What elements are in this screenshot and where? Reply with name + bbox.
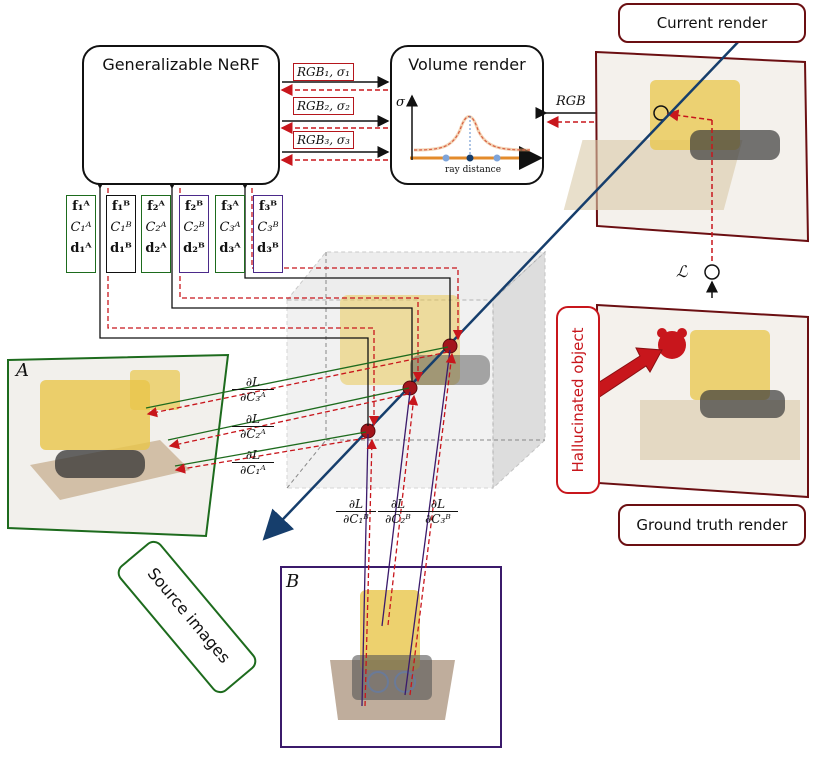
gt-render-frame bbox=[595, 303, 809, 499]
nerf-volume-arrows bbox=[280, 76, 390, 166]
deriv-den: ∂C₂ᴬ bbox=[240, 427, 266, 441]
feature-f: f₂ᴮ bbox=[184, 199, 204, 214]
generalizable-nerf-box: Generalizable NeRF bbox=[82, 45, 280, 185]
feature-f: f₃ᴬ bbox=[221, 199, 239, 214]
nerf-title: Generalizable NeRF bbox=[102, 55, 260, 74]
hallucinated-object-label: Hallucinated object bbox=[556, 306, 600, 494]
feature-box-2A: f₂ᴬ C₂ᴬ d₂ᴬ bbox=[141, 195, 171, 273]
deriv-num: ∂L bbox=[418, 497, 458, 512]
feature-f: f₁ᴬ bbox=[72, 199, 90, 214]
feature-c: C₁ᴮ bbox=[110, 220, 132, 235]
deriv-den: ∂C₂ᴮ bbox=[385, 512, 411, 526]
b-lines bbox=[361, 349, 457, 707]
loss-symbol: ℒ bbox=[676, 262, 688, 281]
feature-d: d₁ᴮ bbox=[110, 241, 132, 256]
feature-connections bbox=[94, 178, 464, 427]
current-render-label: Current render bbox=[618, 3, 806, 43]
feature-c: C₃ᴮ bbox=[257, 220, 279, 235]
feature-d: d₃ᴮ bbox=[257, 241, 279, 256]
rgb-label: RGB bbox=[556, 94, 586, 109]
current-render-frame bbox=[563, 50, 810, 243]
volume-plot bbox=[406, 94, 543, 170]
image-a-frame bbox=[7, 353, 230, 538]
deriv-num: ∂L bbox=[336, 497, 376, 512]
feature-box-3A: f₃ᴬ C₃ᴬ d₃ᴬ bbox=[215, 195, 245, 273]
feature-f: f₁ᴮ bbox=[111, 199, 131, 214]
deriv-num: ∂L bbox=[378, 497, 418, 512]
ray-distance-label: ray distance bbox=[445, 165, 502, 175]
feature-c: C₂ᴮ bbox=[183, 220, 205, 235]
deriv-a-1: ∂L ∂C₁ᴬ bbox=[232, 448, 274, 477]
feature-d: d₂ᴬ bbox=[145, 241, 167, 256]
feature-box-1A: f₁ᴬ C₁ᴬ d₁ᴬ bbox=[66, 195, 96, 273]
feature-c: C₃ᴬ bbox=[219, 220, 241, 235]
feature-d: d₁ᴬ bbox=[70, 241, 92, 256]
deriv-a-2: ∂L ∂C₂ᴬ bbox=[232, 412, 274, 441]
deriv-num: ∂L bbox=[232, 448, 274, 463]
deriv-b-3: ∂L ∂C₃ᴮ bbox=[418, 497, 458, 526]
deriv-den: ∂C₃ᴬ bbox=[240, 390, 266, 404]
feature-d: d₂ᴮ bbox=[183, 241, 205, 256]
image-b-label: B bbox=[286, 571, 300, 592]
hallucinated-object-text: Hallucinated object bbox=[569, 327, 587, 473]
image-b-frame bbox=[280, 566, 502, 748]
rgb-sigma-label-3: RGB₃, σ₃ bbox=[293, 131, 354, 149]
deriv-den: ∂C₁ᴮ bbox=[343, 512, 369, 526]
a-lines bbox=[145, 346, 449, 474]
ground-truth-render-label: Ground truth render bbox=[618, 504, 806, 546]
feature-box-3B: f₃ᴮ C₃ᴮ d₃ᴮ bbox=[253, 195, 283, 273]
deriv-a-3: ∂L ∂C₃ᴬ bbox=[232, 375, 274, 404]
feature-c: C₂ᴬ bbox=[145, 220, 167, 235]
sigma-label: σ bbox=[396, 95, 405, 110]
feature-f: f₂ᴬ bbox=[147, 199, 165, 214]
feature-c: C₁ᴬ bbox=[70, 220, 92, 235]
volume-render-title: Volume render bbox=[408, 55, 526, 74]
deriv-den: ∂C₁ᴬ bbox=[240, 463, 266, 477]
image-a-label: A bbox=[16, 360, 29, 381]
rgb-sigma-label-1: RGB₁, σ₁ bbox=[293, 63, 354, 81]
rgb-sigma-label-2: RGB₂, σ₂ bbox=[293, 97, 354, 115]
deriv-b-1: ∂L ∂C₁ᴮ bbox=[336, 497, 376, 526]
deriv-den: ∂C₃ᴮ bbox=[425, 512, 451, 526]
feature-box-2B: f₂ᴮ C₂ᴮ d₂ᴮ bbox=[179, 195, 209, 273]
feature-d: d₃ᴬ bbox=[219, 241, 241, 256]
deriv-num: ∂L bbox=[232, 375, 274, 390]
volume-render-box: Volume render bbox=[390, 45, 544, 185]
feature-f: f₃ᴮ bbox=[258, 199, 278, 214]
deriv-b-2: ∂L ∂C₂ᴮ bbox=[378, 497, 418, 526]
volume-box bbox=[285, 250, 547, 490]
deriv-num: ∂L bbox=[232, 412, 274, 427]
feature-box-1B: f₁ᴮ C₁ᴮ d₁ᴮ bbox=[106, 195, 136, 273]
